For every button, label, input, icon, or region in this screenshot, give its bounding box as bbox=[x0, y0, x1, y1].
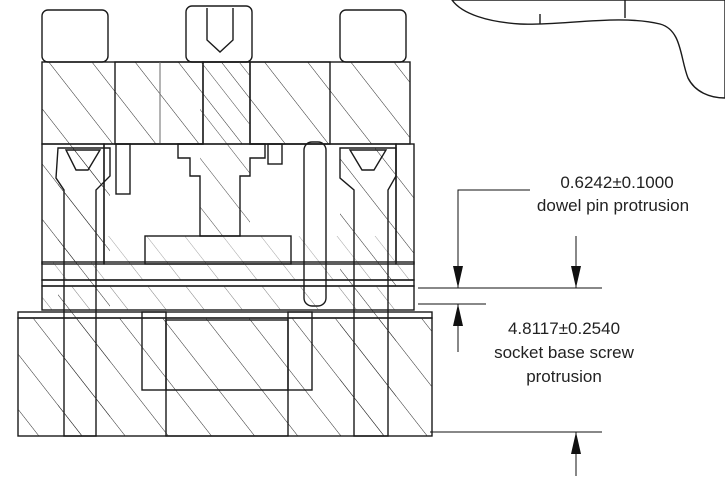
screw-dimension-label-line1: socket base screw bbox=[494, 343, 635, 362]
green-layer bbox=[41, 285, 415, 311]
dowel-dimension-value: 0.6242±0.1000 bbox=[560, 173, 673, 192]
dowel-arrow-left bbox=[453, 266, 463, 288]
screw-cap-right bbox=[339, 9, 407, 63]
screw-dimension-value: 4.8117±0.2540 bbox=[508, 319, 620, 338]
olive-layer bbox=[41, 261, 415, 281]
dimension-screw: 4.8117±0.2540 socket base screw protrusi… bbox=[430, 319, 635, 476]
screw-cap-left bbox=[41, 9, 109, 63]
external-part bbox=[451, 0, 725, 99]
dowel-arrow-right bbox=[571, 266, 581, 288]
dimension-dowel: 0.6242±0.1000 dowel pin protrusion bbox=[418, 173, 689, 352]
screw-cap-center bbox=[185, 5, 253, 63]
socket-base bbox=[17, 311, 433, 437]
dowel-pin bbox=[303, 141, 327, 307]
dowel-dimension-label: dowel pin protrusion bbox=[537, 196, 689, 215]
screw-dimension-label-line2: protrusion bbox=[526, 367, 602, 386]
dowel-leader bbox=[457, 189, 530, 288]
screw-arrow bbox=[571, 432, 581, 454]
side-block-right bbox=[395, 143, 415, 265]
dowel-arrow-lower bbox=[453, 304, 463, 326]
